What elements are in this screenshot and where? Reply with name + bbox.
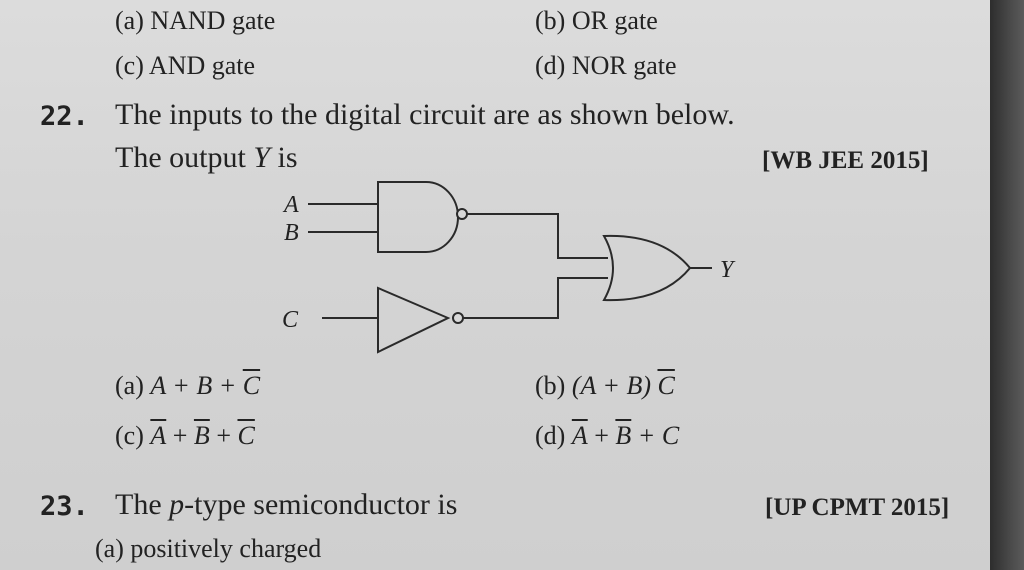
label-c: C [282, 307, 299, 333]
label-a: A [282, 192, 299, 218]
book-page: (a) NAND gate (b) OR gate (c) AND gate (… [40, 6, 950, 563]
q21-option-c: (c) AND gate [115, 51, 256, 80]
q23-number: 23. [40, 491, 89, 522]
q21-option-d: (d) NOR gate [535, 51, 677, 80]
q22-stem-line2: The output Y is [115, 141, 298, 174]
q21-option-b: (b) OR gate [535, 6, 658, 35]
not-gate [377, 286, 451, 354]
not-bubble [452, 312, 464, 324]
q22-option-a: (a) A + B + C [115, 371, 261, 400]
q23-source: [UP CPMT 2015] [765, 494, 950, 521]
wire-nand-out [467, 213, 608, 259]
nand-bubble [456, 208, 468, 220]
q22-option-c: (c) A + B + C [115, 421, 255, 450]
q21-option-a: (a) NAND gate [115, 6, 276, 35]
or-gate [602, 234, 692, 302]
label-b: B [284, 220, 299, 246]
nand-gate [377, 181, 459, 253]
wire-not-out [463, 277, 608, 319]
page-edge-shadow [990, 0, 1024, 570]
q23-option-a: (a) positively charged [95, 534, 322, 563]
logic-circuit-diagram: A B C Y [282, 181, 736, 354]
q22-source: [WB JEE 2015] [762, 147, 929, 174]
label-y: Y [720, 257, 736, 283]
q22-option-b: (b) (A + B) C [535, 371, 675, 400]
q22-stem-line1: The inputs to the digital circuit are as… [115, 98, 735, 131]
q22-number: 22. [40, 101, 89, 132]
q22-option-d: (d) A + B + C [535, 421, 680, 450]
q23-stem: The p-type semiconductor is [115, 488, 458, 521]
